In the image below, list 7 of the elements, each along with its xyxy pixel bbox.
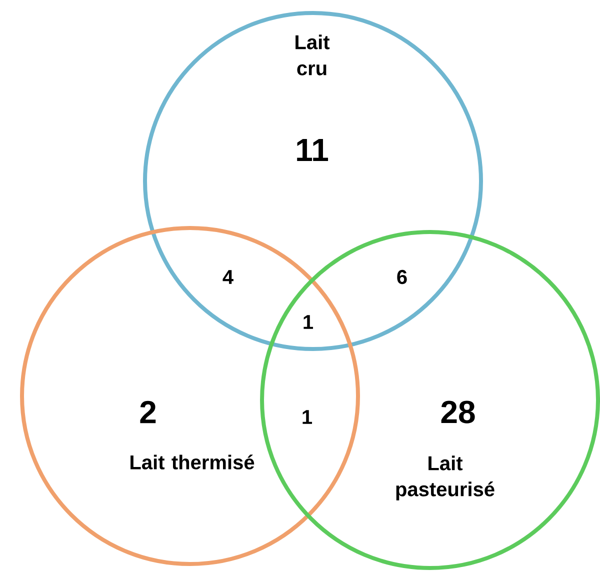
region-count: 4 bbox=[222, 270, 234, 284]
region-count: 6 bbox=[397, 270, 407, 284]
region-count: 1 bbox=[302, 410, 312, 424]
region-count: 2 bbox=[140, 400, 156, 424]
region-count: 11 bbox=[297, 139, 328, 161]
region-count: 1 bbox=[304, 315, 313, 329]
region-count: 28 bbox=[441, 400, 475, 424]
